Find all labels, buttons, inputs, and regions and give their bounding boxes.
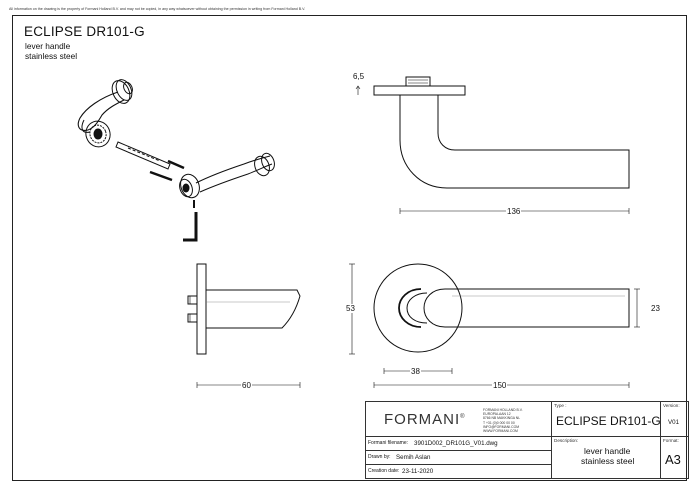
legal-notice: All information on the drawing is the pr… [9, 7, 306, 11]
drawing-frame [12, 15, 687, 481]
dim-rose-radius: 38 [410, 367, 421, 376]
format-value: A3 [665, 452, 681, 467]
creation-date-value: 23-11-2020 [402, 468, 434, 475]
brand-cell: FORMANI® FORMANI HOLLAND B.V. EUROPALAAN… [366, 402, 552, 437]
drawn-by-cell: Drawn by: Semih Aslan [366, 451, 552, 465]
subtitle-material: stainless steel [25, 51, 78, 61]
dim-rose-diameter: 53 [345, 304, 356, 313]
description-line1: lever handle [584, 446, 631, 456]
filename-cell: Formani filename: 3901D002_DR101G_V01.dw… [366, 437, 552, 451]
front-view [373, 263, 640, 388]
top-view [355, 76, 630, 214]
creation-date-cell: Creation date: 23-11-2020 [366, 465, 552, 479]
dim-overall-length: 150 [492, 381, 508, 390]
title-block: FORMANI® FORMANI HOLLAND B.V. EUROPALAAN… [365, 401, 689, 479]
description-line2: stainless steel [581, 456, 635, 466]
dim-lever-length: 136 [506, 207, 522, 216]
company-address: FORMANI HOLLAND B.V. EUROPALAAN 12 8766 … [483, 408, 523, 434]
description-cell: Description: lever handle stainless stee… [552, 437, 661, 479]
brand-logo: FORMANI® [384, 411, 466, 428]
drawing-title: ECLIPSE DR101-G [24, 24, 145, 39]
dim-lever-thickness: 23 [650, 304, 661, 313]
type-value: ECLIPSE DR101-G [556, 414, 661, 428]
type-cell: Type : ECLIPSE DR101-G [552, 402, 661, 437]
dim-rose-thickness: 6,5 [352, 72, 366, 81]
drawn-by-value: Semih Aslan [396, 454, 431, 461]
version-value: V01 [668, 419, 680, 426]
subtitle-product-type: lever handle [25, 41, 71, 51]
dim-projection: 60 [241, 381, 252, 390]
format-cell: Format: A3 [663, 438, 681, 467]
filename-value: 3901D002_DR101G_V01.dwg [414, 440, 498, 447]
side-view [187, 263, 355, 388]
version-cell: Version: V01 [661, 402, 688, 437]
isometric-exploded-view [77, 79, 275, 242]
